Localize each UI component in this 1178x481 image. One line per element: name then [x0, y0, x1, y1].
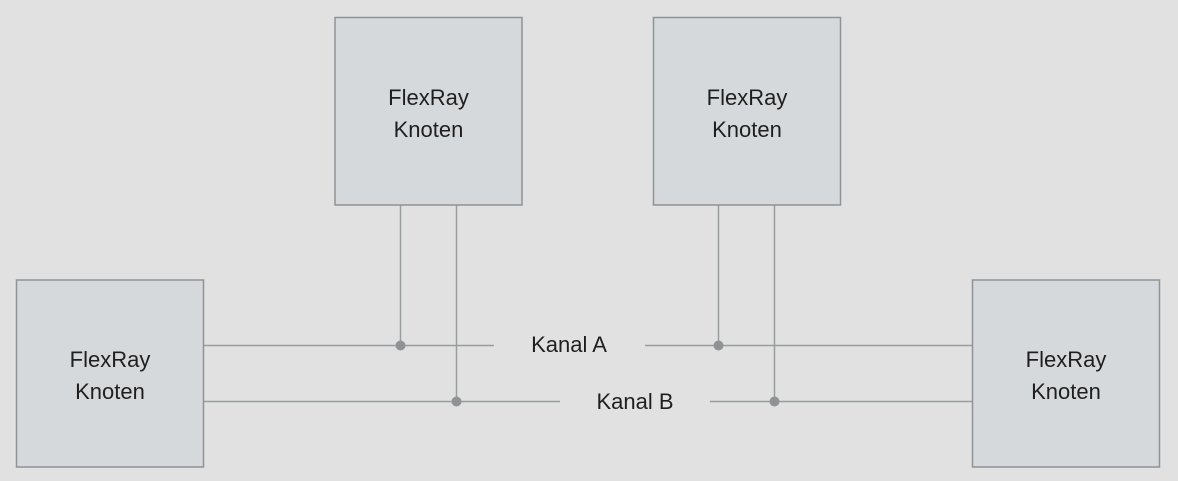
- flexray-node-bottom-right: FlexRay Knoten: [971, 279, 1161, 468]
- flexray-node-top-left: FlexRay Knoten: [334, 16, 523, 206]
- node-label-line2: Knoten: [1031, 379, 1101, 404]
- junction-dot: [769, 396, 780, 407]
- junction-dot: [713, 340, 724, 351]
- node-label-line1: FlexRay: [388, 85, 469, 110]
- junction-dot: [451, 396, 462, 407]
- flexray-node-top-right: FlexRay Knoten: [652, 16, 842, 206]
- junction-dot: [395, 340, 406, 351]
- node-label-line2: Knoten: [75, 379, 145, 404]
- channel-b-label: Kanal B: [596, 389, 673, 414]
- node-label-line1: FlexRay: [707, 85, 788, 110]
- flexray-node-bottom-left: FlexRay Knoten: [15, 279, 205, 468]
- node-label-line1: FlexRay: [70, 347, 151, 372]
- channel-a-label: Kanal A: [531, 332, 607, 357]
- node-label-line2: Knoten: [394, 117, 464, 142]
- node-label-line2: Knoten: [712, 117, 782, 142]
- node-label-line1: FlexRay: [1026, 347, 1107, 372]
